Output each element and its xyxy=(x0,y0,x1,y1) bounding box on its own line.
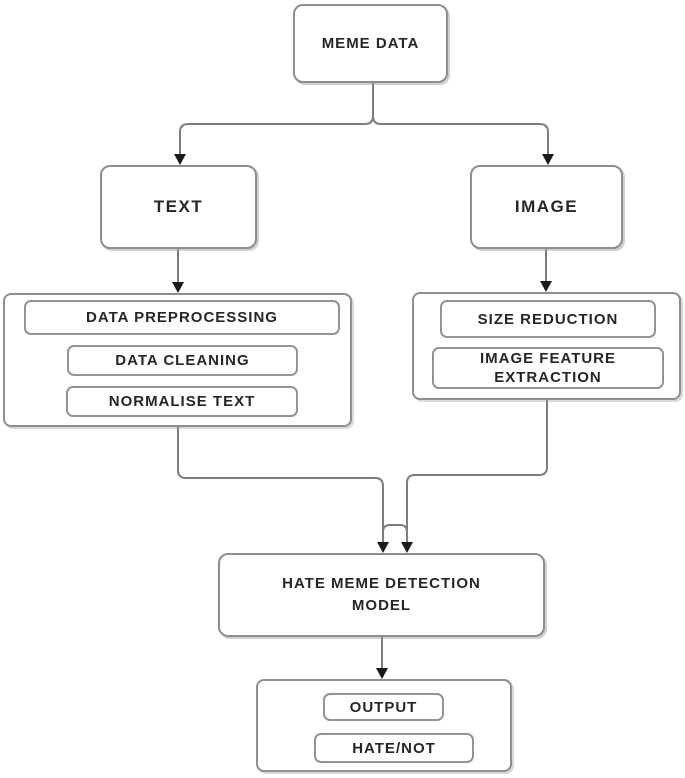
node-normalise-text: NORMALISE TEXT xyxy=(66,386,298,417)
node-meme-data-label: MEME DATA xyxy=(321,35,420,52)
group-output: OUTPUT HATE/NOT xyxy=(256,679,512,772)
arrowhead-output-group xyxy=(376,668,388,679)
node-text-label: TEXT xyxy=(153,197,204,216)
node-text: TEXT xyxy=(100,165,257,249)
node-image-feature-extraction-label: IMAGE FEATURE EXTRACTION xyxy=(479,349,617,387)
node-data-preprocessing: DATA PREPROCESSING xyxy=(24,300,340,335)
node-data-cleaning-label: DATA CLEANING xyxy=(115,352,250,369)
edge-memedata-to-text xyxy=(179,83,374,156)
node-data-preprocessing-label: DATA PREPROCESSING xyxy=(86,309,278,326)
arrowhead-text xyxy=(174,154,186,165)
node-image-feature-extraction: IMAGE FEATURE EXTRACTION xyxy=(432,347,664,389)
arrowhead-model-left xyxy=(377,542,389,553)
node-size-reduction-label: SIZE REDUCTION xyxy=(477,310,619,328)
edge-imageprocessing-group-to-model xyxy=(406,400,548,545)
node-size-reduction: SIZE REDUCTION xyxy=(440,300,656,338)
group-text-preprocessing: DATA PREPROCESSING DATA CLEANING NORMALI… xyxy=(3,293,352,427)
node-meme-data: MEME DATA xyxy=(293,4,448,83)
group-image-processing: SIZE REDUCTION IMAGE FEATURE EXTRACTION xyxy=(412,292,681,400)
node-normalise-text-label: NORMALISE TEXT xyxy=(108,393,256,410)
arrowhead-model-right xyxy=(401,542,413,553)
edge-converge-bridge xyxy=(382,524,408,540)
edge-memedata-to-image xyxy=(372,83,549,156)
node-hate-not: HATE/NOT xyxy=(314,733,474,763)
arrowhead-preprocessing-group xyxy=(172,282,184,293)
node-data-cleaning: DATA CLEANING xyxy=(67,345,298,376)
node-output-label: OUTPUT xyxy=(349,698,418,716)
node-output: OUTPUT xyxy=(323,693,444,721)
node-hate-meme-detection-model: HATE MEME DETECTION MODEL xyxy=(218,553,545,637)
node-image: IMAGE xyxy=(470,165,623,249)
edge-preprocessing-group-to-model xyxy=(177,427,384,545)
arrowhead-imageprocessing-group xyxy=(540,281,552,292)
node-hate-meme-detection-model-label: HATE MEME DETECTION MODEL xyxy=(282,575,481,614)
node-hate-not-label: HATE/NOT xyxy=(352,739,436,757)
node-image-label: IMAGE xyxy=(514,197,579,216)
arrowhead-image xyxy=(542,154,554,165)
